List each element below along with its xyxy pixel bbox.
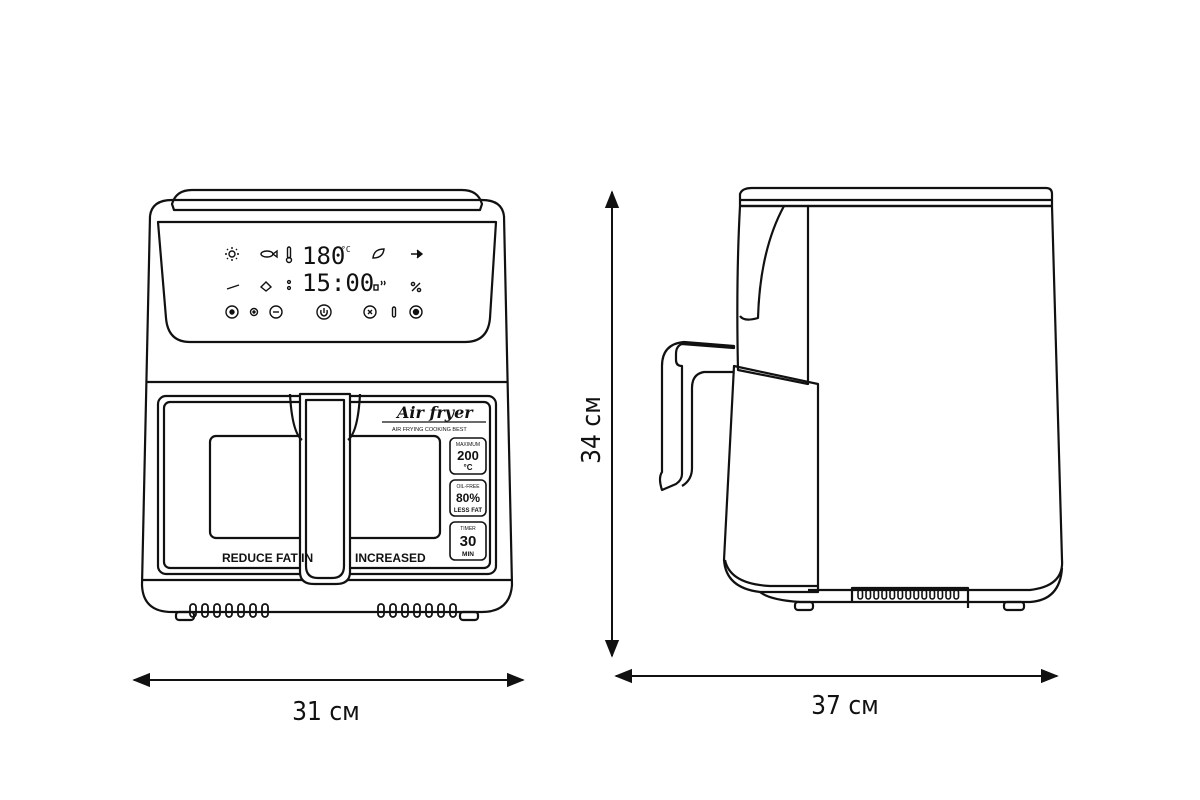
vent-slot xyxy=(937,589,944,600)
preheat-button[interactable] xyxy=(225,305,239,319)
side-lid xyxy=(738,186,1054,208)
vent-slot xyxy=(437,603,445,618)
drumstick-icon xyxy=(259,281,273,292)
brand-subtitle: AIR FRYING COOKING BEST xyxy=(392,427,467,433)
badge-timer: TIMER 30 MIN xyxy=(449,521,487,561)
vent-slot xyxy=(921,589,928,600)
control-panel xyxy=(156,220,498,344)
vent-slot xyxy=(945,589,952,600)
svg-text:°C: °C xyxy=(464,463,473,472)
vent-slot xyxy=(189,603,197,618)
side-vents xyxy=(857,589,960,600)
svg-text:200: 200 xyxy=(457,448,479,463)
front-foot-right xyxy=(458,610,480,622)
vent-slot xyxy=(249,603,257,618)
side-view xyxy=(658,186,1064,612)
thermometer-icon xyxy=(285,246,293,264)
indicator-light xyxy=(391,306,397,318)
svg-text:OIL-FREE: OIL-FREE xyxy=(456,484,480,490)
dimension-lines xyxy=(132,190,1059,688)
vent-slot xyxy=(377,603,385,618)
lcd-time: 15:00 xyxy=(302,269,374,297)
vent-slot xyxy=(913,589,920,600)
steam-icon xyxy=(373,280,386,291)
side-foot-left xyxy=(793,600,815,612)
depth-label: 37 см xyxy=(811,691,879,721)
vent-slot xyxy=(865,589,872,600)
svg-text:80%: 80% xyxy=(456,491,480,505)
side-front-panel xyxy=(736,204,810,386)
svg-text:30: 30 xyxy=(460,533,477,550)
vent-slot xyxy=(389,603,397,618)
svg-text:TIMER: TIMER xyxy=(460,526,476,532)
badge-less-fat: OIL-FREE 80% LESS FAT xyxy=(449,479,487,517)
vent-slot xyxy=(929,589,936,600)
lcd-temperature: 180 xyxy=(302,242,345,270)
start-button[interactable] xyxy=(409,305,423,319)
vent-slot xyxy=(425,603,433,618)
width-label: 31 см xyxy=(292,697,360,727)
settings-button[interactable] xyxy=(363,305,377,319)
svg-text:LESS FAT: LESS FAT xyxy=(454,508,483,514)
vent-slot xyxy=(897,589,904,600)
window-text-right: INCREASED xyxy=(355,551,426,565)
vent-slot xyxy=(873,589,880,600)
vent-slot xyxy=(225,603,233,618)
vent-slot xyxy=(201,603,209,618)
front-body xyxy=(140,215,514,614)
lcd-temperature-unit: °C xyxy=(341,245,351,254)
side-body xyxy=(808,204,1064,592)
vent-slot xyxy=(881,589,888,600)
vent-slot xyxy=(261,603,269,618)
vent-slot xyxy=(237,603,245,618)
vent-slot xyxy=(401,603,409,618)
front-lid xyxy=(170,188,484,212)
brand-label: Air fryer xyxy=(395,403,474,422)
power-button[interactable] xyxy=(316,304,332,320)
arrow-right-icon xyxy=(411,249,424,259)
svg-text:MAXIMUM: MAXIMUM xyxy=(456,442,480,448)
vent-slot xyxy=(953,589,960,600)
panel-icons xyxy=(225,246,424,320)
percent-icon xyxy=(410,281,422,293)
window-text-left: REDUCE FAT IN xyxy=(222,551,313,565)
vent-slot xyxy=(889,589,896,600)
menu-button[interactable] xyxy=(269,305,283,319)
vent-slot xyxy=(857,589,864,600)
vent-slot xyxy=(413,603,421,618)
basket-handle[interactable] xyxy=(298,392,352,586)
side-handle[interactable] xyxy=(658,340,736,492)
front-view xyxy=(140,188,514,622)
leaf-icon xyxy=(372,248,385,259)
light-button[interactable] xyxy=(249,307,259,317)
side-basket xyxy=(722,364,820,594)
sun-icon xyxy=(225,247,239,261)
vent-slot xyxy=(449,603,457,618)
skewer-icon xyxy=(226,284,240,290)
front-vents xyxy=(189,603,457,618)
fish-icon xyxy=(260,249,278,259)
badge-temperature: MAXIMUM 200 °C xyxy=(449,437,487,475)
fan-icon xyxy=(286,279,292,291)
vent-slot xyxy=(213,603,221,618)
height-label: 34 см xyxy=(577,396,607,464)
svg-text:MIN: MIN xyxy=(462,551,474,558)
side-foot-right xyxy=(1002,600,1026,612)
vent-slot xyxy=(905,589,912,600)
